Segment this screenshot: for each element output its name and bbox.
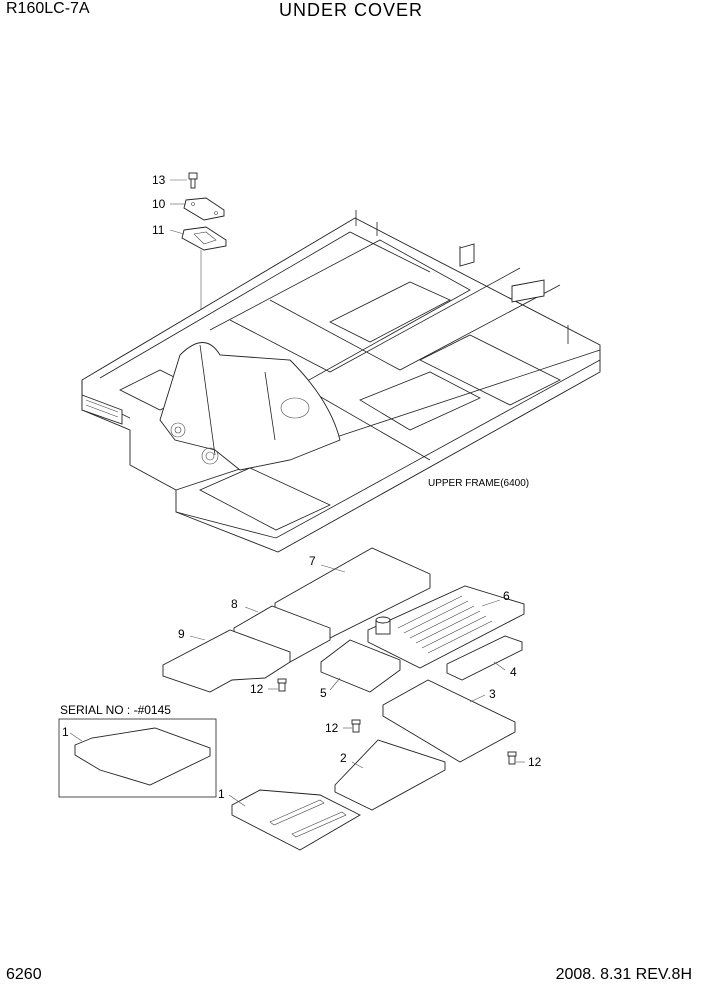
callout-12: 12 bbox=[528, 755, 542, 769]
cover-3 bbox=[382, 679, 516, 763]
callout-12: 12 bbox=[325, 721, 339, 735]
callout-1: 1 bbox=[218, 787, 225, 801]
callout-7: 7 bbox=[309, 554, 316, 568]
cover-1 bbox=[231, 789, 361, 851]
model-number: R160LC-7A bbox=[6, 0, 90, 17]
serial-inset-box bbox=[58, 718, 217, 798]
callout-3: 3 bbox=[489, 687, 496, 701]
callout-12: 12 bbox=[250, 682, 264, 696]
cover-1-inset bbox=[74, 727, 211, 786]
bolt-12 bbox=[277, 678, 287, 692]
callout-10: 10 bbox=[152, 197, 166, 211]
callout-13: 13 bbox=[152, 173, 166, 187]
callout-1-inset: 1 bbox=[62, 725, 69, 739]
serial-note: SERIAL NO : -#0145 bbox=[60, 703, 171, 717]
bolt-12 bbox=[351, 719, 361, 733]
page-number: 6260 bbox=[6, 966, 42, 983]
cover-9 bbox=[162, 629, 291, 693]
cover-5 bbox=[320, 639, 401, 693]
upper-frame bbox=[81, 210, 601, 553]
callout-8: 8 bbox=[231, 597, 238, 611]
callout-4: 4 bbox=[510, 665, 517, 679]
grille-cover-6 bbox=[367, 585, 525, 669]
gasket-11 bbox=[181, 226, 227, 251]
cover-4 bbox=[446, 635, 523, 681]
callout-2: 2 bbox=[340, 751, 347, 765]
page-title: UNDER COVER bbox=[278, 0, 423, 20]
bolt-13 bbox=[188, 172, 198, 189]
upper-frame-label: UPPER FRAME(6400) bbox=[428, 478, 529, 489]
cover-plate-10 bbox=[183, 197, 225, 221]
revision-date: 2008. 8.31 REV.8H bbox=[555, 966, 692, 983]
callout-9: 9 bbox=[178, 627, 185, 641]
callout-11: 11 bbox=[152, 223, 165, 237]
bolt-12 bbox=[507, 751, 517, 765]
cover-2 bbox=[334, 739, 446, 811]
callout-5: 5 bbox=[320, 686, 327, 700]
callout-6: 6 bbox=[503, 589, 510, 603]
